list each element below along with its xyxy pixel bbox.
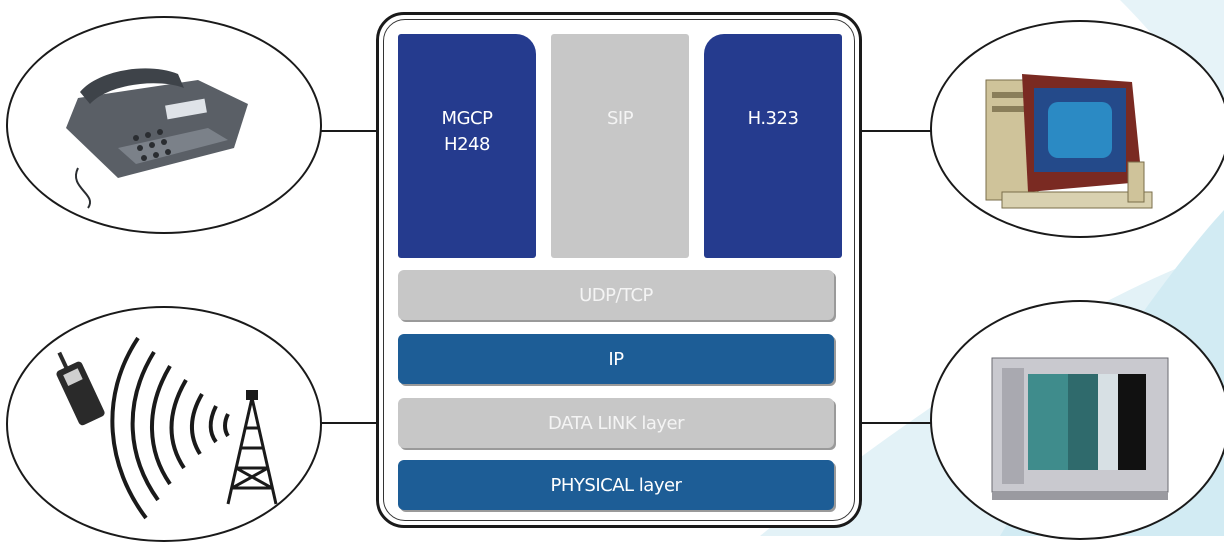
connector-line-top-left — [316, 130, 378, 132]
television-icon — [991, 357, 1169, 500]
layer-ip: IP — [398, 334, 834, 384]
connector-line-top-right — [860, 130, 932, 132]
protocol-block-h323: H.323 — [704, 34, 842, 258]
device-mobile-wireless — [6, 306, 322, 542]
device-television — [930, 300, 1224, 540]
connector-line-bottom-right — [860, 422, 932, 424]
device-desktop-computer — [930, 20, 1224, 238]
protocol-mgcp-label: MGCP — [441, 108, 493, 129]
layer-physical: PHYSICAL layer — [398, 460, 834, 510]
protocol-stack-inner-frame — [383, 19, 855, 521]
layer-data-link: DATA LINK layer — [398, 398, 834, 448]
protocol-h323-label: H.323 — [747, 108, 799, 129]
protocol-sip-label: SIP — [606, 108, 634, 129]
desk-phone-icon — [66, 68, 248, 209]
connector-line-bottom-left — [316, 422, 378, 424]
protocol-block-mgcp-h248: MGCP H248 — [398, 34, 536, 258]
mobile-phone-wireless-tower-icon — [56, 336, 278, 520]
protocol-h248-label: H248 — [444, 134, 490, 155]
layer-udp-tcp: UDP/TCP — [398, 270, 834, 320]
desktop-computer-icon — [985, 74, 1153, 209]
device-desk-phone — [6, 16, 322, 234]
protocol-block-sip: SIP — [551, 34, 689, 258]
